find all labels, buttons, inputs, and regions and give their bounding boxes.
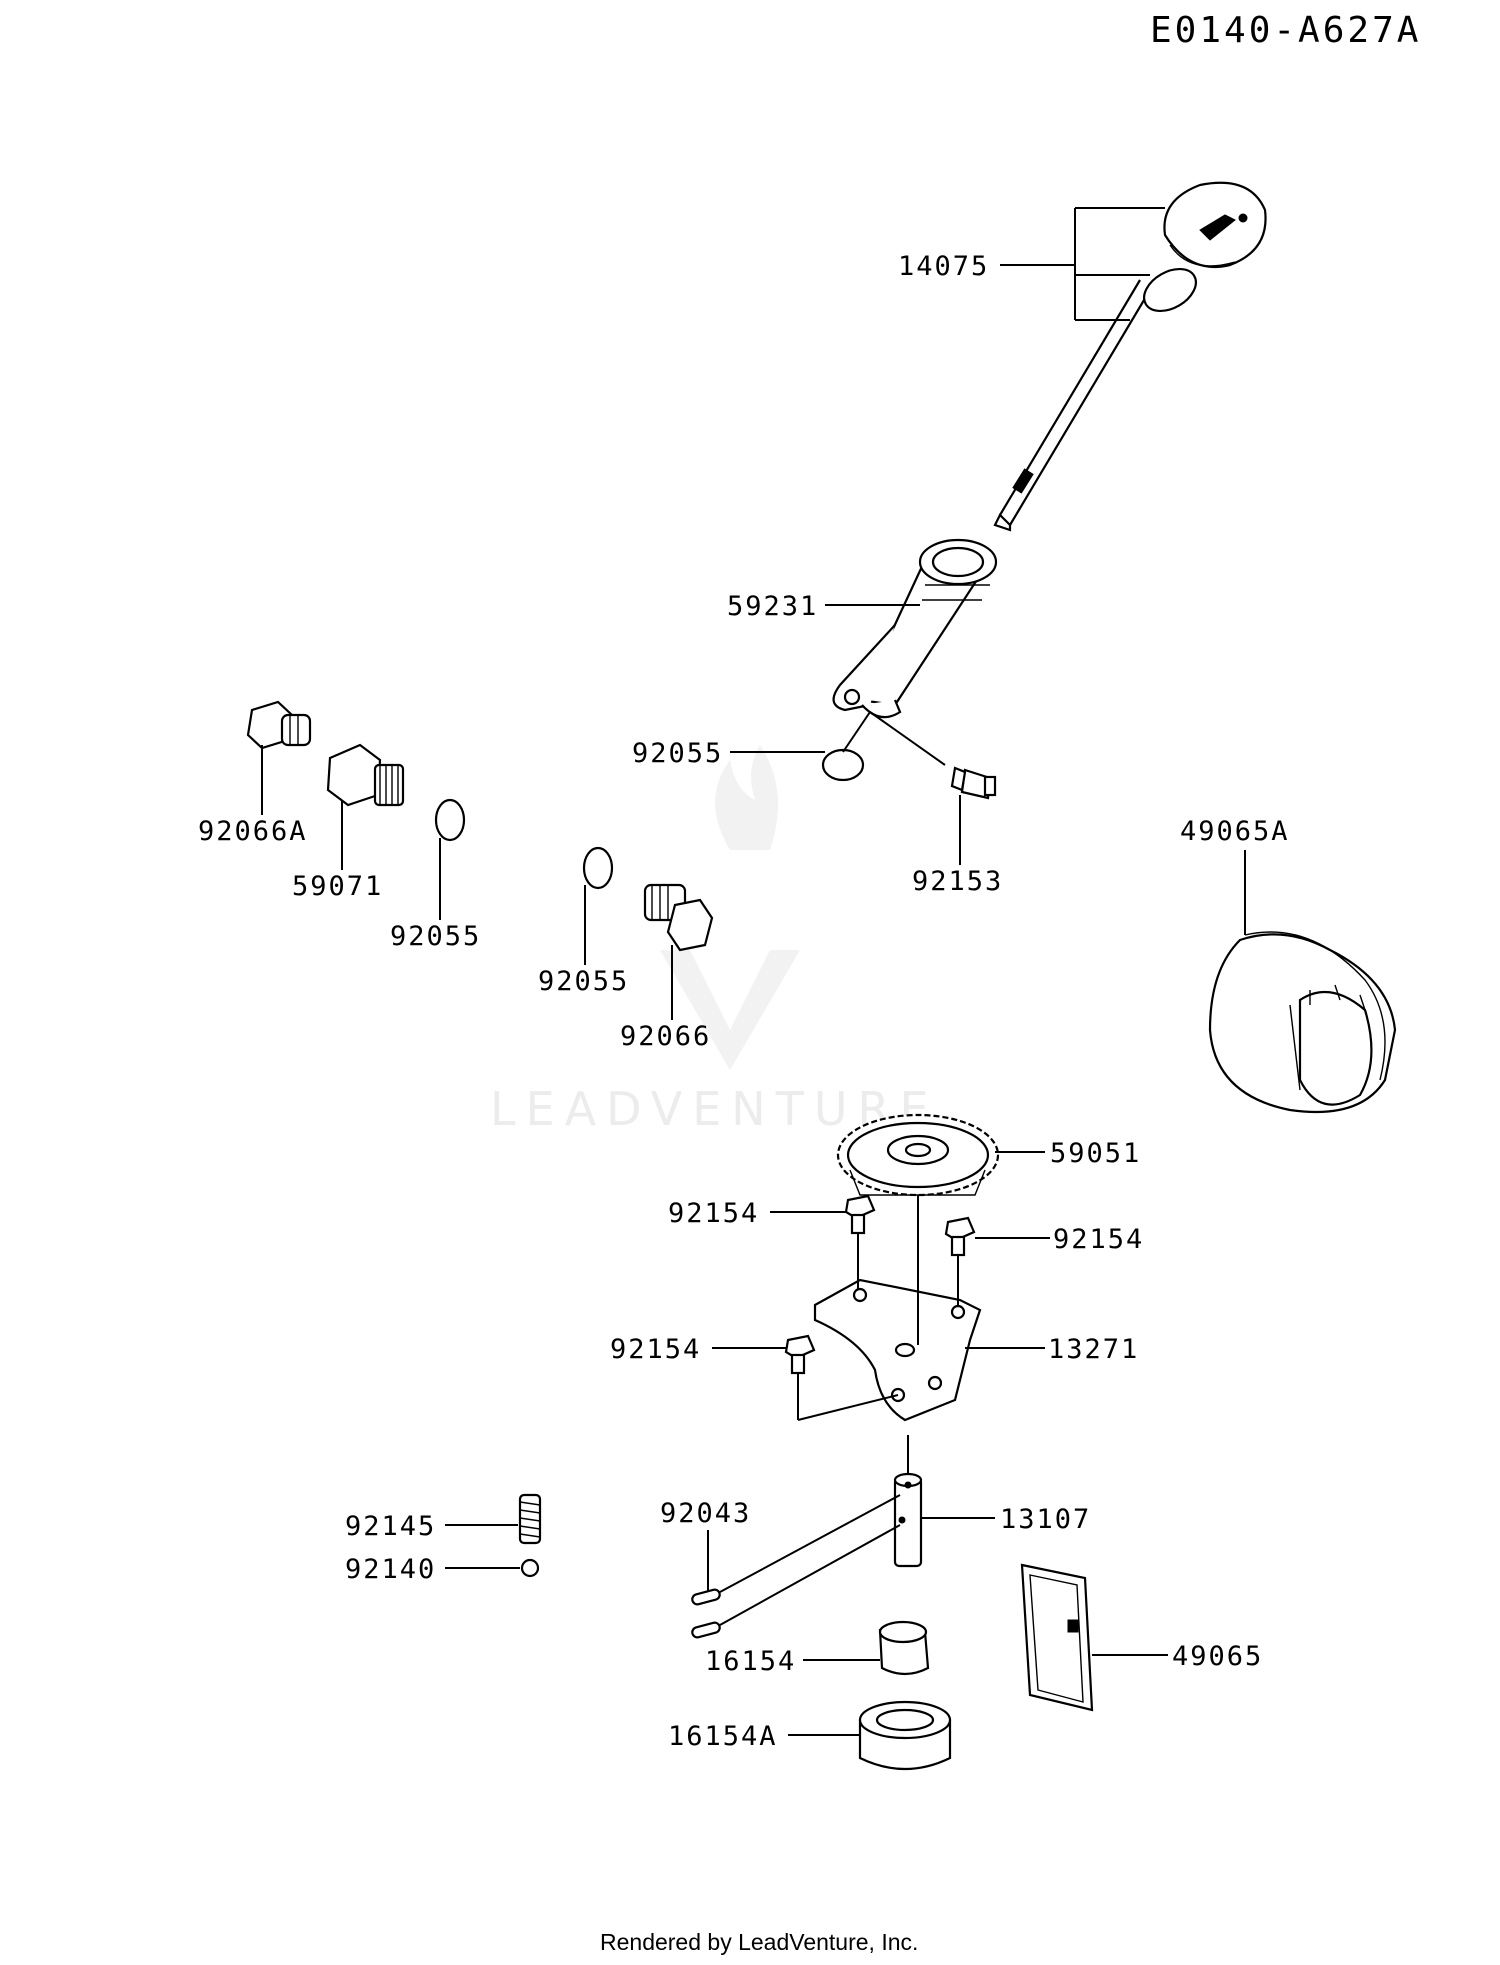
bolt-92154-left: [784, 1334, 816, 1375]
label-59231[interactable]: 59231: [727, 591, 818, 622]
o-ring-92055-tube: [821, 748, 865, 782]
label-92140[interactable]: 92140: [345, 1554, 436, 1585]
watermark-logo: [660, 745, 800, 1070]
dipstick-drawing: [993, 181, 1267, 532]
label-92145[interactable]: 92145: [345, 1511, 436, 1542]
label-49065A[interactable]: 49065A: [1180, 816, 1290, 847]
label-16154[interactable]: 16154: [705, 1646, 796, 1677]
label-14075[interactable]: 14075: [898, 251, 989, 282]
bolt-92153-drawing: [950, 766, 997, 800]
pins-92043-drawing: [691, 1494, 901, 1639]
label-92154-top-left[interactable]: 92154: [668, 1198, 759, 1229]
spring-92145-drawing: [518, 1493, 542, 1545]
o-ring-92055-mid: [582, 846, 614, 890]
plug-92066A-drawing: [246, 700, 312, 750]
gear-59051-drawing: [836, 1113, 1000, 1197]
bolt-92154-top-right: [944, 1216, 976, 1257]
watermark-text: LEADVENTURE: [490, 1082, 939, 1136]
plug-92066-drawing: [643, 883, 714, 952]
bolt-92154-top-left: [844, 1194, 876, 1235]
footer-text: Rendered by LeadVenture, Inc.: [600, 1929, 918, 1955]
label-92154-left[interactable]: 92154: [610, 1334, 701, 1365]
label-92066A[interactable]: 92066A: [198, 816, 308, 847]
o-ring-92055-left: [434, 798, 466, 842]
label-92153[interactable]: 92153: [912, 866, 1003, 897]
label-92154-top-right[interactable]: 92154: [1053, 1224, 1144, 1255]
rotor-16154A-drawing: [858, 1700, 952, 1771]
screen-49065-drawing: [1020, 1563, 1094, 1712]
label-92066[interactable]: 92066: [620, 1021, 711, 1052]
label-92043[interactable]: 92043: [660, 1498, 751, 1529]
plate-13271-drawing: [813, 1278, 982, 1422]
part-labels: 14075 59231 92055 92153 49065A 92066A 59…: [198, 251, 1290, 1752]
label-59071[interactable]: 59071: [292, 871, 383, 902]
fitting-59071-drawing: [326, 743, 405, 807]
shaft-13107-drawing: [893, 1472, 923, 1568]
label-92055-left[interactable]: 92055: [390, 921, 481, 952]
label-16154A[interactable]: 16154A: [668, 1721, 778, 1752]
label-13271[interactable]: 13271: [1048, 1334, 1139, 1365]
oil-filter-drawing: [1208, 931, 1397, 1114]
label-13107[interactable]: 13107: [1000, 1504, 1091, 1535]
label-49065[interactable]: 49065: [1172, 1641, 1263, 1672]
label-92055-mid[interactable]: 92055: [538, 966, 629, 997]
oil-filler-tube-drawing: [832, 538, 998, 719]
diagram-id: E0140-A627A: [1150, 10, 1421, 51]
leader-lines: [261, 207, 1246, 1736]
ball-92140-drawing: [520, 1558, 540, 1578]
rotor-16154-drawing: [878, 1620, 930, 1676]
label-59051[interactable]: 59051: [1050, 1138, 1141, 1169]
label-92055-tube[interactable]: 92055: [632, 738, 723, 769]
